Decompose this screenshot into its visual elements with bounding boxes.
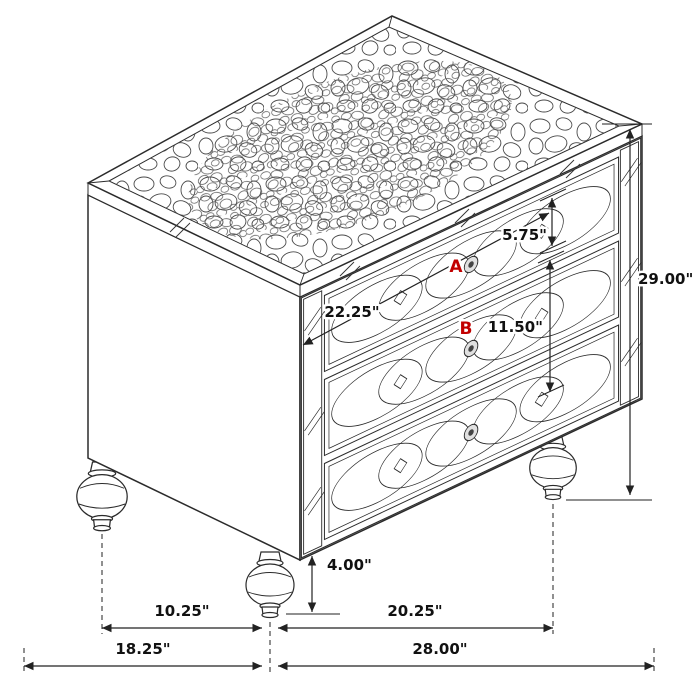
dimension-overall-height: 29.00": [638, 270, 693, 288]
dimension-labels: 29.00" 5.75" 11.50" 22.25" 4.00" 10.25" …: [113, 224, 696, 661]
drawer-bottom[interactable]: [323, 324, 620, 541]
dimension-overall-width: 28.00": [412, 640, 467, 658]
dimension-top-drawer-height: 5.75": [502, 226, 547, 244]
drawer-knob[interactable]: [463, 422, 479, 443]
dimension-lines: [23, 123, 655, 672]
dimension-bottom-drawer-height: 11.50": [488, 318, 543, 336]
foot-front: [245, 551, 295, 619]
dimension-drawer-front-width: 22.25": [324, 303, 379, 321]
crocodile-texture: [109, 27, 619, 274]
dimension-foot-height: 4.00": [327, 556, 372, 574]
dimension-foot-inset-depth: 10.25": [154, 602, 209, 620]
drawer-marker-a: A: [449, 257, 463, 277]
dimension-foot-spacing-width: 20.25": [387, 602, 442, 620]
drawer-marker-b: B: [460, 319, 473, 339]
dimension-overall-depth: 18.25": [115, 640, 170, 658]
dim-line-drawer-width: [302, 212, 550, 346]
